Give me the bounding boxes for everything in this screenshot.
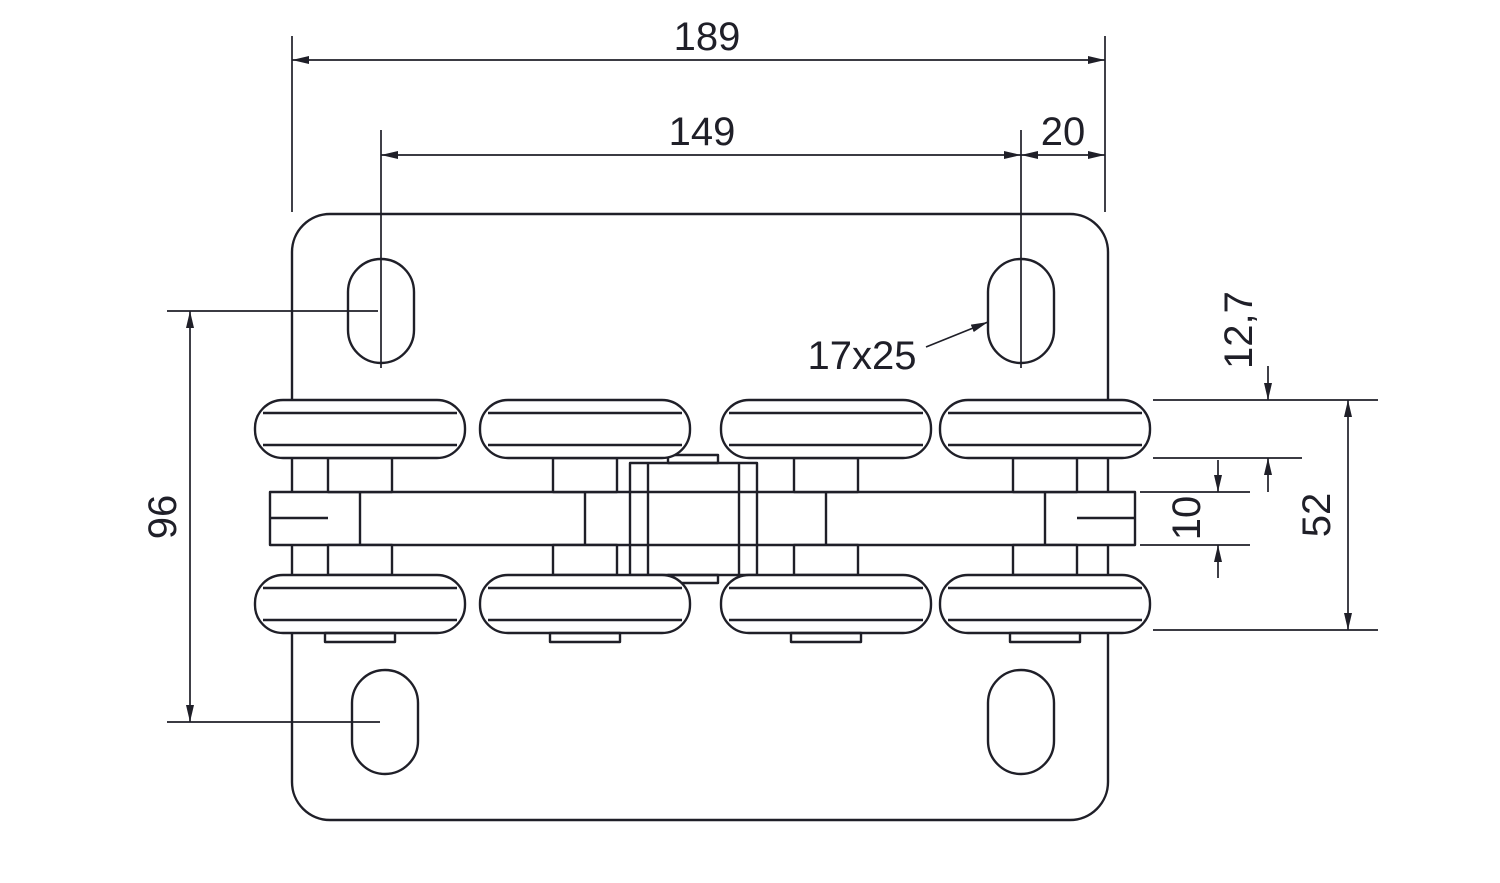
chain-band xyxy=(268,490,1137,547)
leader-line-slot-size xyxy=(925,321,989,348)
roller-row-bottom xyxy=(253,573,1152,635)
dim-label-assembly-height: 52 xyxy=(1295,493,1339,538)
chain-band-outline xyxy=(268,490,1137,547)
dim-label-total-width: 189 xyxy=(674,15,741,59)
slot-hole-bottom-right xyxy=(986,668,1056,776)
dim-label-slot-size: 17x25 xyxy=(808,334,917,378)
dim-label-hole-span: 149 xyxy=(669,110,736,154)
dimension-labels: 189 149 20 17x25 96 12,7 10 52 xyxy=(141,15,1339,540)
roller-row-top xyxy=(253,398,1152,460)
dim-label-edge-offset: 20 xyxy=(1041,110,1086,154)
central-pivot-link xyxy=(628,453,759,585)
dimension-lines xyxy=(167,36,1378,723)
dim-label-vertical-hole-span: 96 xyxy=(141,495,185,540)
dim-label-link-plate-height: 10 xyxy=(1165,496,1209,541)
dim-label-roller-thickness: 12,7 xyxy=(1217,291,1261,369)
part-geometry xyxy=(253,212,1152,822)
pin-hubs xyxy=(326,456,1079,577)
bottom-roller-tabs xyxy=(323,631,1082,644)
